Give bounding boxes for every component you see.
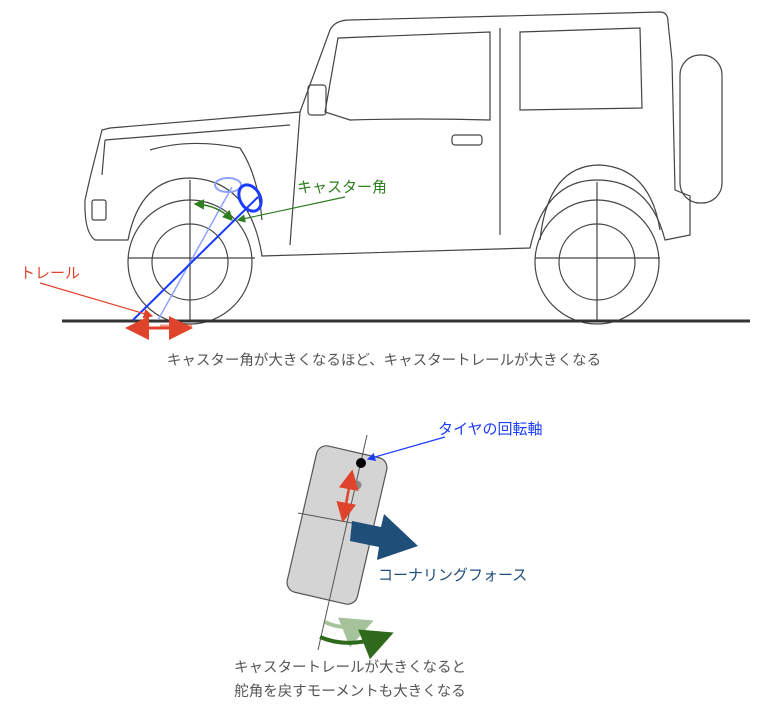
rotation-icon-light (214, 177, 242, 193)
cornering-force-arrow (350, 514, 418, 560)
axis-label-pointer (366, 436, 446, 462)
front-wheel (127, 180, 255, 325)
reference-axis-point (352, 480, 362, 490)
bottom-caption-line1: キャスタートレールが大きくなると (234, 659, 466, 676)
car-outline (84, 11, 723, 257)
tire-center-axis (317, 434, 368, 651)
moment-arrow (319, 629, 394, 660)
caster-angle-arc (193, 199, 234, 222)
cornering-force-label: コーナリングフォース (378, 566, 527, 584)
rotation-axis-point (356, 458, 366, 468)
bottom-caption-line2: 舵角を戻すモーメントも大きくなる (234, 683, 465, 700)
moment-arrow-light (324, 617, 374, 648)
trail-arrow-top-view (336, 469, 359, 523)
rear-wheel (534, 182, 660, 325)
trail-label-pointer (39, 282, 154, 319)
rotation-axis-label: タイヤの回転軸 (438, 420, 543, 438)
trail-label: トレール (20, 264, 80, 282)
tire-top-view (286, 445, 388, 605)
caster-angle-label: キャスター角 (297, 178, 387, 196)
rotation-icon (237, 183, 263, 213)
top-caption: キャスター角が大きくなるほど、キャスタートレールが大きくなる (167, 352, 601, 369)
caster-label-pointer (236, 196, 346, 223)
